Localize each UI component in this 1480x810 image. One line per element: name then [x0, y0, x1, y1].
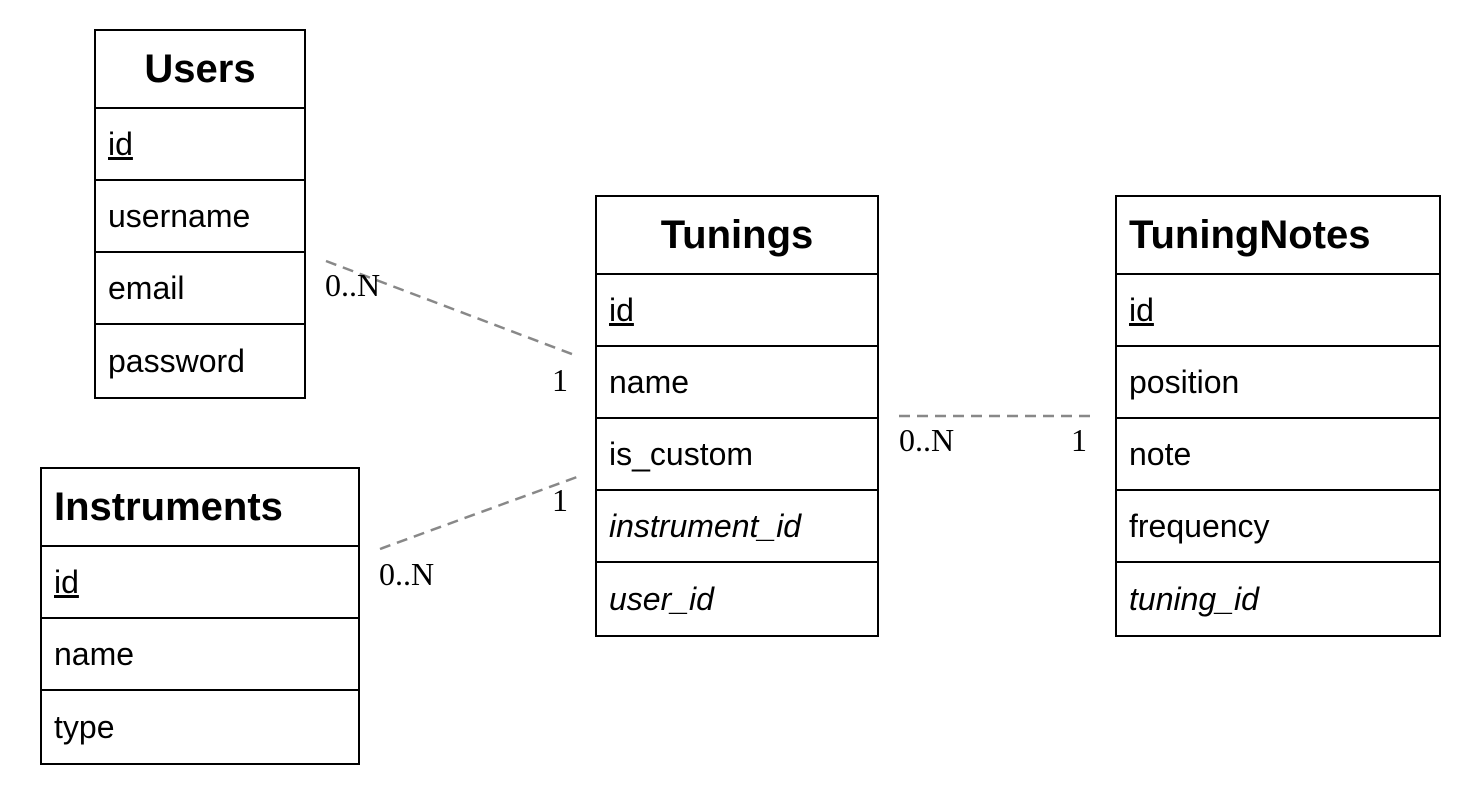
entity-title: Users — [96, 31, 304, 109]
field-id: id — [1117, 275, 1439, 347]
field-id: id — [96, 109, 304, 181]
instruments-tunings-link — [379, 475, 578, 551]
field-frequency: frequency — [1117, 491, 1439, 563]
field-name: name — [42, 619, 358, 691]
field-id: id — [597, 275, 877, 347]
entity-users[interactable]: Users id username email password — [94, 29, 306, 399]
cardinality-tuningnotes-side: 1 — [1071, 422, 1087, 458]
field-position: position — [1117, 347, 1439, 419]
cardinality-users-side: 0..N — [325, 267, 381, 303]
field-tuning-id: tuning_id — [1129, 580, 1259, 617]
cardinality-tunings-side-users: 1 — [552, 362, 568, 398]
cardinality-tunings-side-notes: 0..N — [899, 422, 955, 458]
cardinality-instruments-side: 0..N — [379, 556, 435, 592]
cardinality-tunings-side-instruments: 1 — [552, 482, 568, 518]
users-tunings-link — [325, 259, 578, 358]
entity-title: TuningNotes — [1117, 197, 1439, 275]
field-is-custom: is_custom — [597, 419, 877, 491]
field-user-id: user_id — [609, 580, 714, 617]
entity-tunings[interactable]: Tunings id name is_custom instrument_id … — [595, 195, 879, 637]
field-note: note — [1117, 419, 1439, 491]
entity-title: Tunings — [597, 197, 877, 275]
field-email: email — [96, 253, 304, 325]
entity-instruments[interactable]: Instruments id name type — [40, 467, 360, 765]
entity-tuningnotes[interactable]: TuningNotes id position note frequency t… — [1115, 195, 1441, 637]
field-type: type — [54, 708, 115, 745]
field-id: id — [42, 547, 358, 619]
field-password: password — [108, 342, 245, 379]
field-name: name — [597, 347, 877, 419]
entity-title: Instruments — [42, 469, 358, 547]
field-instrument-id: instrument_id — [597, 491, 877, 563]
field-username: username — [96, 181, 304, 253]
